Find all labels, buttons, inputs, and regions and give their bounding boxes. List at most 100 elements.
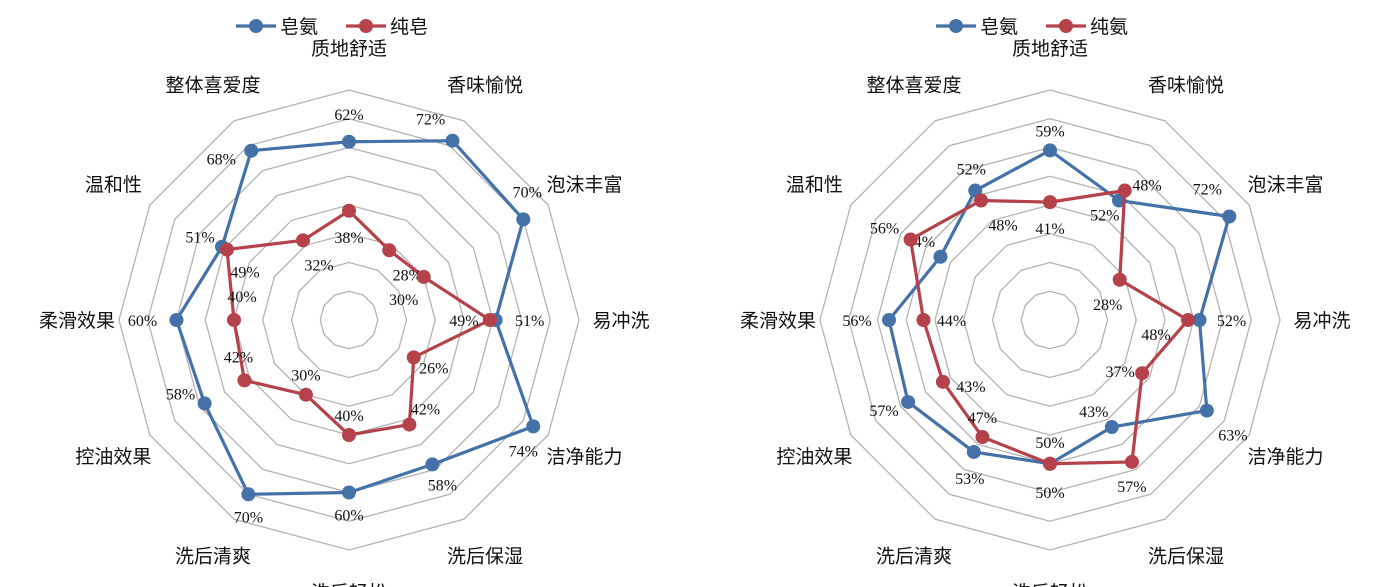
data-label: 42%	[411, 402, 440, 419]
data-point	[244, 143, 259, 158]
data-label: 59%	[1035, 123, 1064, 140]
radar-chart-1: 质地舒适香味愉悦泡沫丰富易冲洗洁净能力洗后保湿洗后轻松洗后清爽控油效果柔滑效果温…	[39, 16, 650, 587]
data-point	[1112, 272, 1127, 287]
data-label: 28%	[1093, 297, 1122, 314]
grid-ring	[290, 261, 408, 379]
axis-label: 整体喜爱度	[866, 74, 961, 96]
axis-label: 温和性	[786, 174, 843, 196]
data-label: 70%	[513, 184, 542, 201]
axis-label: 质地舒适	[1012, 38, 1088, 60]
axis-label: 温和性	[85, 174, 142, 196]
data-point	[1222, 209, 1237, 224]
data-point	[516, 212, 531, 227]
data-point	[169, 313, 184, 327]
data-point	[219, 242, 234, 257]
data-label: 42%	[224, 349, 253, 366]
data-label: 32%	[304, 257, 333, 274]
data-point	[402, 417, 417, 432]
legend: 皂氨 纯氨	[936, 16, 1128, 38]
data-point	[1181, 313, 1195, 327]
data-label: 53%	[955, 471, 984, 488]
data-point	[1117, 183, 1132, 198]
data-label: 58%	[428, 477, 457, 494]
data-point	[237, 373, 252, 388]
data-point	[882, 313, 896, 327]
grid-ring	[319, 290, 379, 350]
data-label: 30%	[291, 368, 320, 385]
data-point	[1135, 366, 1150, 381]
data-point	[916, 313, 931, 327]
data-label: 51%	[515, 313, 544, 330]
series-line-1	[887, 148, 1232, 466]
data-label: 48%	[1132, 177, 1161, 194]
data-point	[241, 487, 256, 502]
axis-label: 柔滑效果	[39, 310, 115, 332]
legend-item: 皂氨	[936, 16, 1018, 38]
data-label: 44%	[937, 313, 966, 330]
data-label: 56%	[842, 313, 871, 330]
legend-item: 纯氨	[1046, 16, 1128, 38]
grid-ring	[118, 89, 580, 551]
data-label: 60%	[128, 313, 157, 330]
legend-label: 纯皂	[390, 16, 428, 38]
data-point	[296, 233, 310, 248]
data-point	[1043, 456, 1057, 471]
data-point	[197, 396, 212, 411]
grid-ring	[262, 233, 436, 407]
data-label: 58%	[166, 386, 195, 403]
data-label: 50%	[1035, 435, 1064, 452]
data-label: 38%	[334, 230, 363, 247]
data-point	[382, 243, 397, 258]
legend-marker	[1059, 19, 1073, 33]
axis-label: 泡沫丰富	[547, 174, 623, 196]
axis-label: 洗后清爽	[876, 546, 952, 568]
data-point	[1043, 143, 1057, 158]
axis-label: 整体喜爱度	[165, 74, 260, 96]
data-label: 50%	[1035, 485, 1064, 502]
axis-label: 洁净能力	[1248, 446, 1324, 468]
legend-marker	[949, 19, 963, 33]
data-label: 60%	[334, 508, 363, 525]
data-label: 72%	[1193, 182, 1222, 199]
data-label: 47%	[968, 410, 997, 427]
data-point	[966, 444, 981, 459]
data-label: 70%	[234, 509, 263, 526]
data-point	[901, 394, 916, 409]
axis-label: 洗后轻松	[1012, 582, 1088, 587]
data-label: 37%	[1105, 364, 1134, 381]
axis-label: 洗后清爽	[175, 546, 251, 568]
data-point	[933, 249, 948, 264]
data-point	[1199, 403, 1214, 418]
data-point	[975, 430, 990, 445]
data-point	[416, 269, 431, 284]
data-label: 41%	[1035, 221, 1064, 238]
legend-item: 纯皂	[346, 16, 428, 38]
data-label: 26%	[419, 360, 448, 377]
data-point	[342, 485, 356, 500]
axis-label: 控油效果	[776, 446, 852, 468]
axis-label: 洗后保湿	[1148, 546, 1224, 568]
axis-label: 洗后轻松	[311, 582, 387, 587]
data-label: 51%	[185, 230, 214, 247]
data-label: 57%	[869, 403, 898, 420]
axis-label: 易冲洗	[592, 310, 649, 332]
data-label: 72%	[416, 112, 445, 129]
data-point	[482, 313, 497, 327]
data-label: 43%	[956, 379, 985, 396]
data-label: 43%	[1079, 404, 1108, 421]
data-label: 40%	[227, 289, 256, 306]
data-point	[342, 428, 356, 442]
data-point	[406, 350, 421, 365]
data-label: 49%	[449, 313, 478, 330]
axis-label: 香味愉悦	[1148, 74, 1224, 96]
data-point	[1192, 313, 1207, 327]
data-point	[227, 313, 241, 327]
data-point	[526, 419, 541, 434]
data-point	[935, 374, 950, 389]
data-point	[1043, 195, 1057, 210]
data-point	[425, 457, 440, 472]
legend-marker	[359, 19, 373, 33]
legend-label: 皂氨	[980, 16, 1018, 38]
data-label: 28%	[393, 267, 422, 284]
